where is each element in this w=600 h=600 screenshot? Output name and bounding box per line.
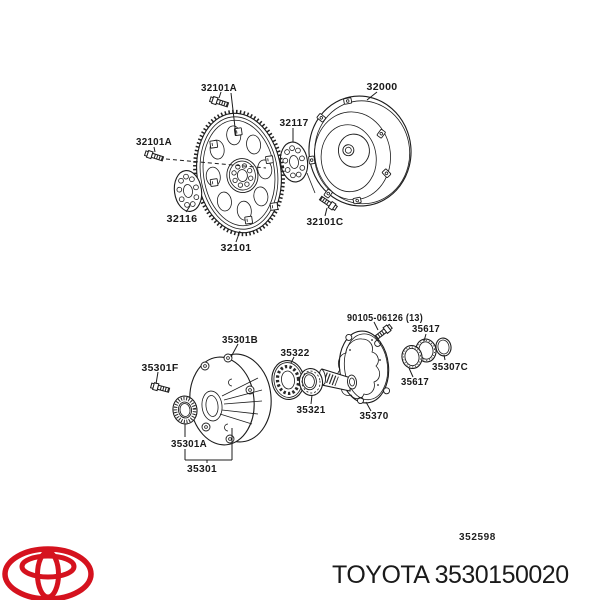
label-pump-body: 35301B — [222, 334, 258, 346]
drive-rotor-drawing — [298, 367, 324, 397]
part-number: 3530150020 — [434, 561, 570, 589]
pump-body-drawing — [189, 353, 272, 446]
label-torque-converter: 32000 — [367, 81, 398, 93]
label-bolt-left: 32101A — [136, 136, 172, 148]
label-snap-ring: 35307C — [432, 361, 468, 373]
drive-plate-tabs — [209, 127, 279, 225]
pump-shaft-drawing — [319, 368, 357, 392]
drive-plate-drawing — [193, 109, 285, 237]
label-pump-assembly: 35301 — [187, 463, 217, 475]
label-stator-shaft: 35370 — [360, 410, 389, 422]
label-pump-bolt: 90105-06126 (13) — [347, 312, 423, 324]
label-driven-rotor: 35322 — [281, 347, 310, 359]
flywheel-assembly-drawing: 32101A 32000 32117 32101A 32116 32101 32… — [136, 81, 412, 254]
leader-lines-top — [153, 91, 378, 243]
bolt-90105 — [373, 323, 394, 341]
oring-pair-drawing — [401, 338, 437, 370]
label-oring-upper: 35617 — [412, 323, 440, 335]
brand-name: TOYOTA — [332, 561, 429, 589]
converter-lugs — [308, 97, 392, 205]
oil-pump-assembly-drawing: 35301F 35301B 35322 90105-06126 (13) 356… — [142, 312, 468, 475]
label-drive-rotor: 35321 — [297, 404, 326, 416]
label-bolt-front: 35301F — [142, 362, 179, 374]
plate-32117-drawing — [279, 141, 309, 183]
label-converter-bolt: 32101C — [307, 216, 344, 228]
label-bolt-top: 32101A — [201, 82, 237, 94]
plate-32116-drawing — [173, 170, 203, 212]
snap-ring-drawing — [435, 337, 452, 357]
oil-seal-drawing — [172, 395, 198, 425]
leader-lines-bottom — [155, 321, 446, 463]
page-caption: TOYOTA 3530150020 — [332, 561, 569, 590]
label-plate-rear: 32116 — [167, 213, 198, 225]
label-oil-seal: 35301A — [171, 438, 207, 450]
stator-shaft-drawing — [336, 330, 391, 405]
torque-converter-drawing — [308, 95, 412, 207]
label-drive-plate: 32101 — [221, 242, 252, 254]
label-oring-lower: 35617 — [401, 376, 429, 388]
label-plate-front: 32117 — [280, 117, 309, 129]
toyota-logo-icon — [2, 546, 94, 600]
bolt-32101a-left — [143, 149, 165, 163]
figure-code: 352598 — [459, 532, 496, 543]
bolt-35301f — [149, 381, 171, 395]
pump-body-ribs — [219, 377, 263, 425]
